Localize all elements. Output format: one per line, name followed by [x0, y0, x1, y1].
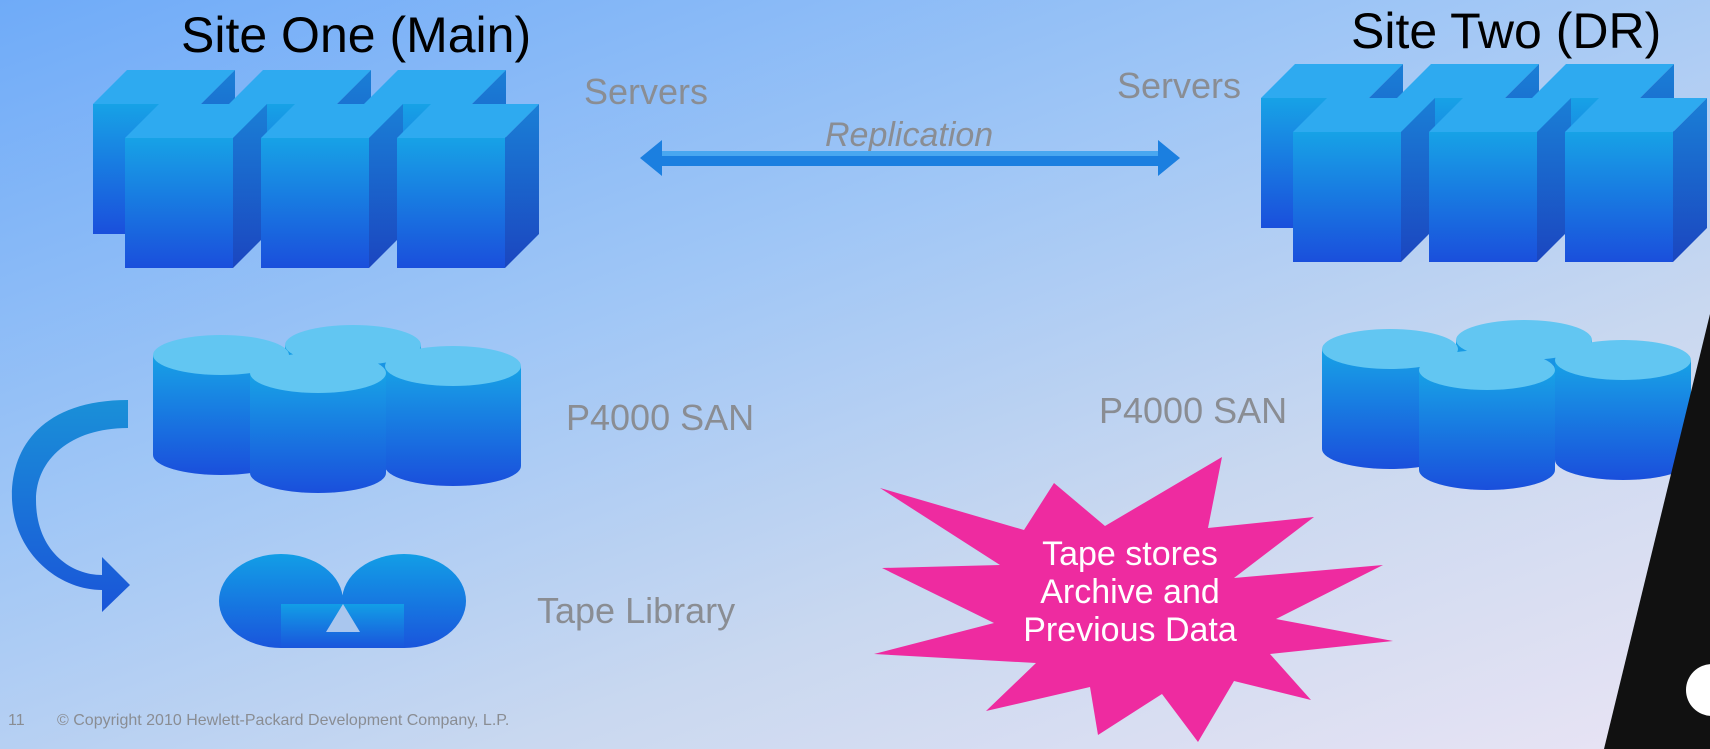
site-two-san [1322, 320, 1691, 490]
site-one-title: Site One (Main) [181, 7, 532, 63]
site-one-servers-label: Servers [584, 71, 709, 112]
site-one-san-label: P4000 SAN [566, 397, 755, 438]
site-two-servers [1261, 64, 1707, 262]
callout-line-2: Archive and [1040, 573, 1220, 612]
page-number: 11 [8, 712, 25, 729]
site-one-servers [93, 70, 539, 268]
callout-line-3: Previous Data [1023, 611, 1237, 650]
site-one-san [153, 325, 521, 493]
replication-arrow [640, 140, 1180, 176]
replication-label: Replication [825, 116, 994, 154]
callout-line-1: Tape stores [1042, 535, 1218, 573]
site-two-san-label: P4000 SAN [1099, 390, 1288, 431]
copyright-text: © Copyright 2010 Hewlett-Packard Develop… [57, 712, 510, 729]
callout-text: Tape stores Archive and Previous Data [1000, 535, 1260, 649]
edge-panel-glyph [1686, 664, 1710, 716]
callout-starburst [874, 457, 1393, 742]
tape-library-label: Tape Library [537, 590, 736, 631]
backup-curved-arrow [11, 400, 130, 612]
site-two-servers-label: Servers [1117, 65, 1242, 106]
tape-library-icon [219, 554, 466, 648]
site-two-title: Site Two (DR) [1351, 3, 1662, 59]
edge-panel [1604, 314, 1710, 749]
